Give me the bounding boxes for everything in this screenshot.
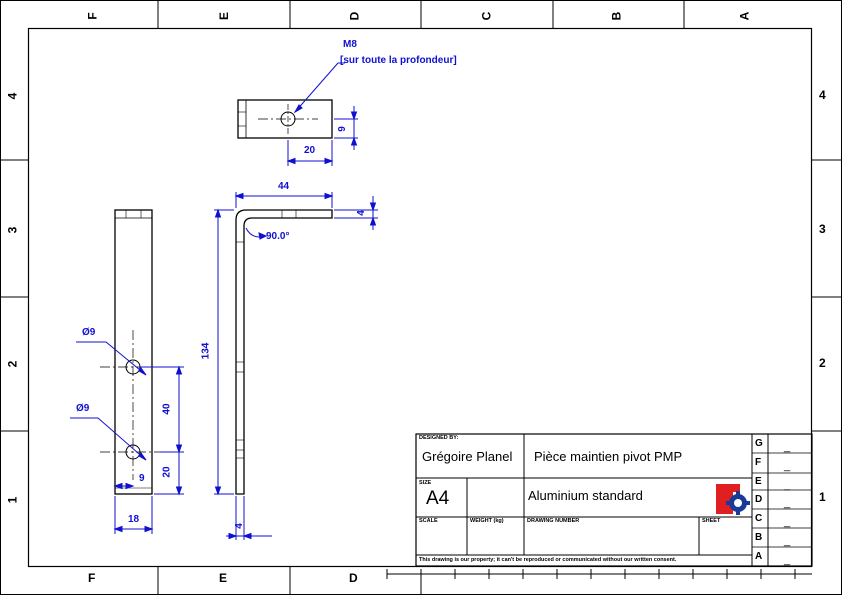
front-view-dims: [214, 192, 378, 540]
rev-value-d: _: [784, 497, 791, 509]
side-view: [100, 209, 166, 495]
zone-left-3: 3: [5, 226, 20, 234]
designed-by-label: DESIGNED BY:: [419, 435, 459, 441]
zone-right-2: 2: [819, 356, 826, 370]
dim-thickness-top: 4: [355, 210, 367, 216]
rev-letter-e: E: [755, 476, 762, 487]
scale-label: SCALE: [419, 518, 438, 524]
dim-hole-spacing: 40: [161, 403, 173, 415]
zone-bottom-d: D: [349, 571, 358, 585]
rev-letter-f: F: [755, 457, 762, 468]
dim-angle: 90.0°: [266, 231, 290, 242]
top-view: [237, 99, 333, 139]
rev-value-b: _: [784, 535, 791, 547]
property-notice: This drawing is our property; it can't b…: [419, 557, 677, 563]
zone-top-e: E: [217, 11, 232, 21]
part-name: Pièce maintien pivot PMP: [534, 449, 683, 464]
dim-height: 134: [200, 342, 212, 360]
zone-right-3: 3: [819, 222, 826, 236]
dim-side-width: 18: [128, 514, 140, 525]
top-view-dims: [286, 62, 358, 166]
dim-top-height: 9: [336, 126, 348, 132]
zone-left-2: 2: [5, 360, 20, 368]
designer-name: Grégoire Planel: [422, 449, 513, 464]
zone-top-d: D: [347, 11, 362, 21]
zone-bottom-e: E: [219, 571, 228, 585]
dim-width: 44: [278, 181, 290, 192]
rev-letter-g: G: [755, 438, 763, 449]
dim-hole-from-side: 9: [139, 473, 145, 484]
dim-thread-note: [sur toute la profondeur]: [340, 55, 457, 66]
rev-value-g: _: [784, 441, 791, 453]
zone-top-a: A: [737, 11, 752, 21]
freecad-logo: [716, 484, 750, 515]
dim-hole-from-bottom: 20: [161, 466, 173, 478]
rev-letter-d: D: [755, 494, 763, 505]
zone-top-f: F: [85, 12, 100, 20]
zone-right-1: 1: [819, 490, 826, 504]
dim-thickness-bottom: 4: [233, 523, 245, 529]
rev-letter-b: B: [755, 532, 763, 543]
zone-right-4: 4: [819, 88, 826, 102]
material: Aluminium standard: [528, 488, 643, 503]
rev-value-a: _: [784, 554, 791, 566]
sheet-label: SHEET: [702, 518, 721, 524]
zone-left-1: 1: [5, 496, 20, 504]
side-view-dims: [70, 341, 184, 534]
dim-thread: M8: [343, 39, 357, 50]
size-value: A4: [426, 488, 450, 509]
rev-letter-a: A: [755, 551, 763, 562]
rev-value-e: _: [784, 479, 791, 491]
rev-letter-c: C: [755, 513, 763, 524]
rev-value-f: _: [784, 460, 791, 472]
dim-hole-dia-1: Ø9: [82, 327, 96, 338]
drawing-number-label: DRAWING NUMBER: [527, 518, 580, 524]
weight-label: WEIGHT (kg): [470, 518, 504, 524]
size-label: SIZE: [419, 480, 432, 486]
zone-top-c: C: [479, 11, 494, 21]
dim-top-hole-pos: 20: [304, 145, 316, 156]
title-block: [415, 433, 813, 567]
zone-left-4: 4: [5, 92, 20, 100]
dim-hole-dia-2: Ø9: [76, 403, 90, 414]
front-view: [235, 209, 333, 495]
zone-bottom-f: F: [88, 571, 96, 585]
zone-top-b: B: [609, 11, 624, 21]
rev-value-c: _: [784, 516, 791, 528]
